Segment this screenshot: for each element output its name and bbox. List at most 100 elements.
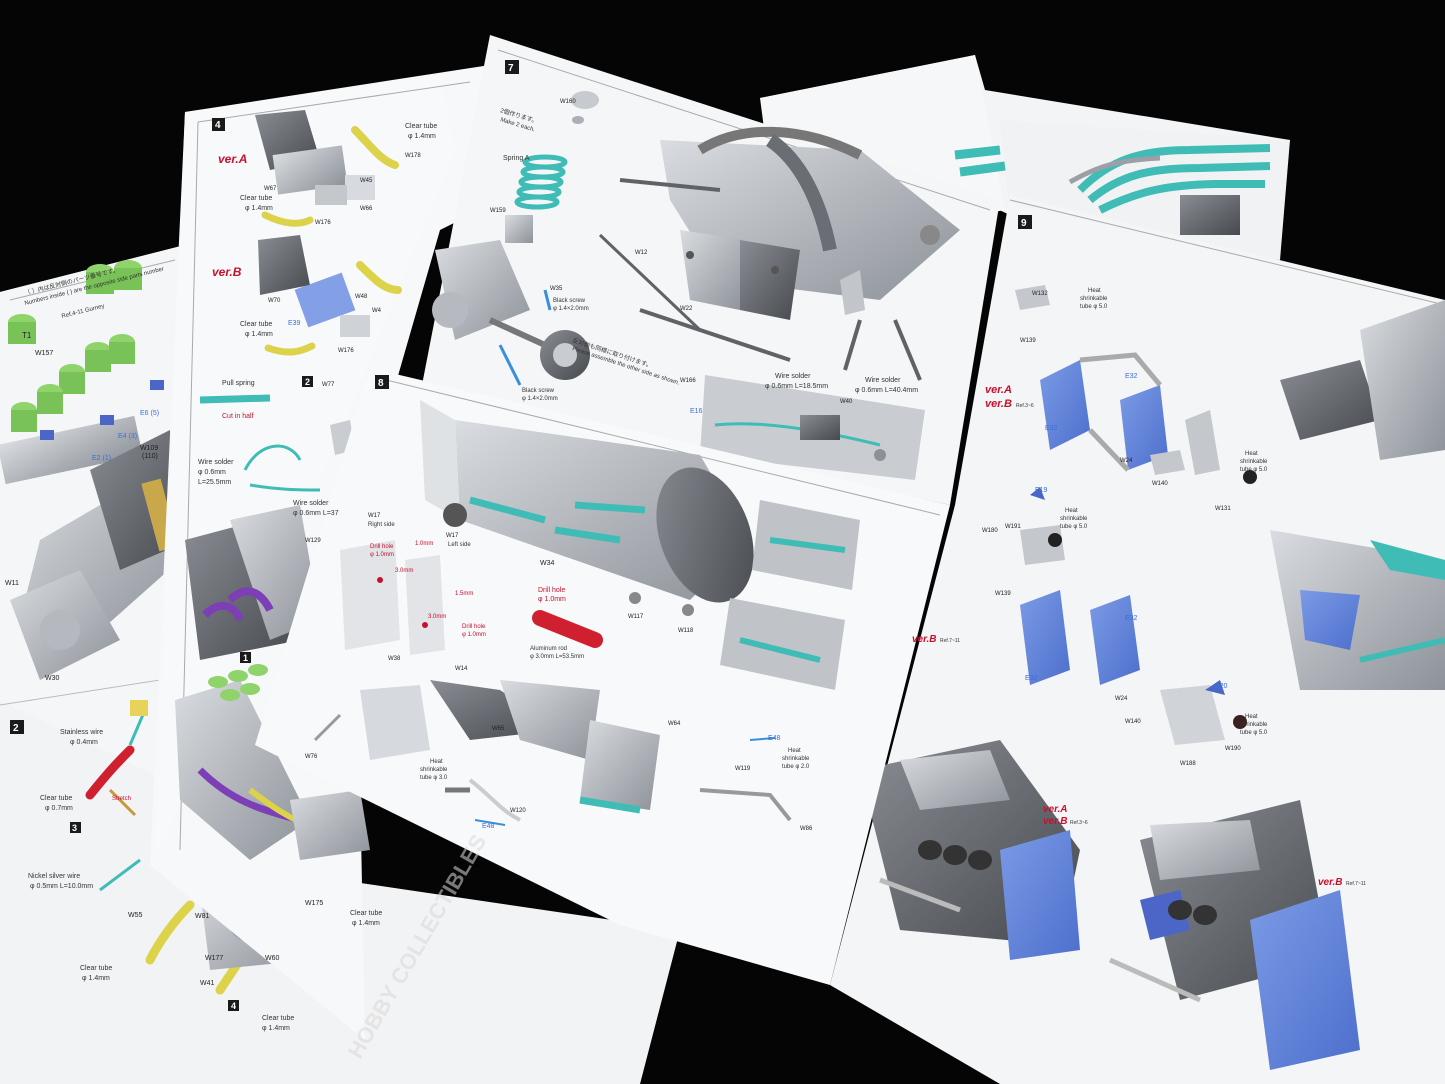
part-label: W38 <box>388 656 401 662</box>
part-label: W34 <box>540 560 555 567</box>
clear-tube-14-dim: φ 1.4mm <box>262 1025 290 1032</box>
clear-tube-dim-3: φ 1.4mm <box>245 331 273 338</box>
wire-solder2-label: Wire solder <box>293 500 329 507</box>
ref-label: Ref.3~6 <box>1016 403 1034 409</box>
shrink-label: shrinkable <box>782 756 810 762</box>
dim-c: 1.5mm <box>455 591 473 597</box>
shrink-label: shrinkable <box>1240 459 1268 465</box>
part-label: E32 <box>1125 615 1138 622</box>
clear-tube-dim: φ 0.7mm <box>45 805 73 812</box>
radiator-ducts-mid-illustration <box>1020 487 1247 745</box>
wire-solder-label: Wire solder <box>198 459 234 466</box>
heat-label: Heat <box>1245 714 1258 720</box>
part-label: W11 <box>5 580 19 587</box>
clear-tube-label-2: Clear tube <box>240 195 272 202</box>
final-assembly-left-illustration <box>860 740 1080 960</box>
part-label: W140 <box>1125 719 1141 725</box>
drill3-dim: φ 1.0mm <box>538 596 566 603</box>
sheet-8-labels: 8 W17 Right side Drill hole φ 1.0mm 1.0m… <box>305 375 813 832</box>
part-label: W188 <box>1180 761 1196 767</box>
aluminum-dim: φ 3.0mm L=53.5mm <box>530 654 584 660</box>
dim-a: 1.0mm <box>415 541 433 547</box>
part-label: W160 <box>560 99 576 105</box>
clear-tube-dim-2: φ 1.4mm <box>245 205 273 212</box>
clear-tube-label: Clear tube <box>40 795 72 802</box>
shrink-label: shrinkable <box>1060 516 1088 522</box>
step-4-number: 4 <box>215 120 221 131</box>
step-2-number-s4: 2 <box>305 377 310 387</box>
step-2-badge <box>10 720 24 734</box>
part-label: E32 <box>1045 425 1058 432</box>
part-label: W14 <box>455 666 468 672</box>
part-label: W178 <box>405 153 421 159</box>
part-label: W139 <box>995 591 1011 597</box>
drill-dim: φ 1.0mm <box>370 552 394 558</box>
part-label: E32 <box>1025 675 1038 682</box>
part-label: W22 <box>680 306 693 312</box>
ref-label: Ref.3~6 <box>1070 820 1088 826</box>
wire-solder2-dim: φ 0.6mm L=37 <box>293 510 339 517</box>
wire-solder-dim: φ 0.6mm <box>198 469 226 476</box>
part-label: W176 <box>338 348 354 354</box>
part-label: W65 <box>492 726 505 732</box>
part-label: E32 <box>1125 373 1138 380</box>
suspension-spring-illustration <box>505 91 599 243</box>
clear-tube-14-label: Clear tube <box>350 910 382 917</box>
part-label: E16 <box>690 408 703 415</box>
part-label: E4 (3) <box>118 433 137 440</box>
ver-b-label-2: ver.B <box>912 634 936 645</box>
part-label: E48 <box>482 823 495 830</box>
cut-half-label: Cut in half <box>222 413 254 420</box>
dim-b: 3.0mm <box>395 568 413 574</box>
part-label: W175 <box>305 900 323 907</box>
part-label: W190 <box>1225 746 1241 752</box>
drill-label: Drill hole <box>370 544 394 550</box>
clear-tube-dim: φ 1.4mm <box>408 133 436 140</box>
step-4-ver-a-illustration <box>255 110 399 227</box>
tube-50-label: tube φ 5.0 <box>1060 524 1088 530</box>
wire-dim-s7: φ 0.6mm L=18.5mm <box>765 383 828 390</box>
stainless-wire-dim: φ 0.4mm <box>70 739 98 746</box>
part-label: W76 <box>305 754 318 760</box>
part-label: W77 <box>322 382 335 388</box>
part-label: E48 <box>768 735 781 742</box>
sheet-9-labels: 9 W132 W139 E32 E32 W24 W140 W131 Heat s… <box>912 215 1366 888</box>
part-label: W17 <box>368 513 381 519</box>
clear-tube-14-dim: φ 1.4mm <box>82 975 110 982</box>
lower-parts-illustration <box>313 680 792 826</box>
ver-b-label-3: ver.B <box>1043 816 1067 827</box>
step-1-badge <box>240 652 251 663</box>
shrink-label: shrinkable <box>420 767 448 773</box>
heat-label: Heat <box>1245 451 1258 457</box>
ref-label: Ref.7~11 <box>1346 881 1366 887</box>
shrink-label: shrinkable <box>1240 722 1268 728</box>
tube-30-label: tube φ 3.0 <box>420 775 448 781</box>
drill2-dim: φ 1.0mm <box>462 632 486 638</box>
aluminum-label: Aluminum rod <box>530 646 567 652</box>
drill3-label: Drill hole <box>538 587 565 594</box>
part-label: W30 <box>45 675 60 682</box>
part-label: E39 <box>288 320 301 327</box>
part-label: W60 <box>265 955 280 962</box>
ver-b-label-4: ver.B <box>1318 877 1342 888</box>
clear-tube-14-dim: φ 1.4mm <box>352 920 380 927</box>
part-label: E19 <box>1035 487 1048 494</box>
part-label: W176 <box>315 220 331 226</box>
step-8-badge <box>375 375 389 389</box>
part-label: W86 <box>800 826 813 832</box>
nickel-wire-dim: φ 0.5mm L=10.0mm <box>30 883 93 890</box>
part-label: W67 <box>264 186 277 192</box>
cooling-pipes-inset <box>720 500 860 690</box>
dim-d: 3.0mm <box>428 614 446 620</box>
rear-assembly-right-illustration <box>1270 300 1445 690</box>
clear-tube-14-label: Clear tube <box>80 965 112 972</box>
part-label: W24 <box>1115 696 1128 702</box>
heat-label: Heat <box>430 759 443 765</box>
part-label: W117 <box>628 614 644 620</box>
tube-50-label: tube φ 5.0 <box>1080 304 1108 310</box>
part-label: W166 <box>680 378 696 384</box>
step-2-badge-s4 <box>302 376 313 387</box>
part-label: W81 <box>195 913 210 920</box>
part-label: W119 <box>735 766 751 772</box>
part-label: E20 <box>1215 683 1228 690</box>
